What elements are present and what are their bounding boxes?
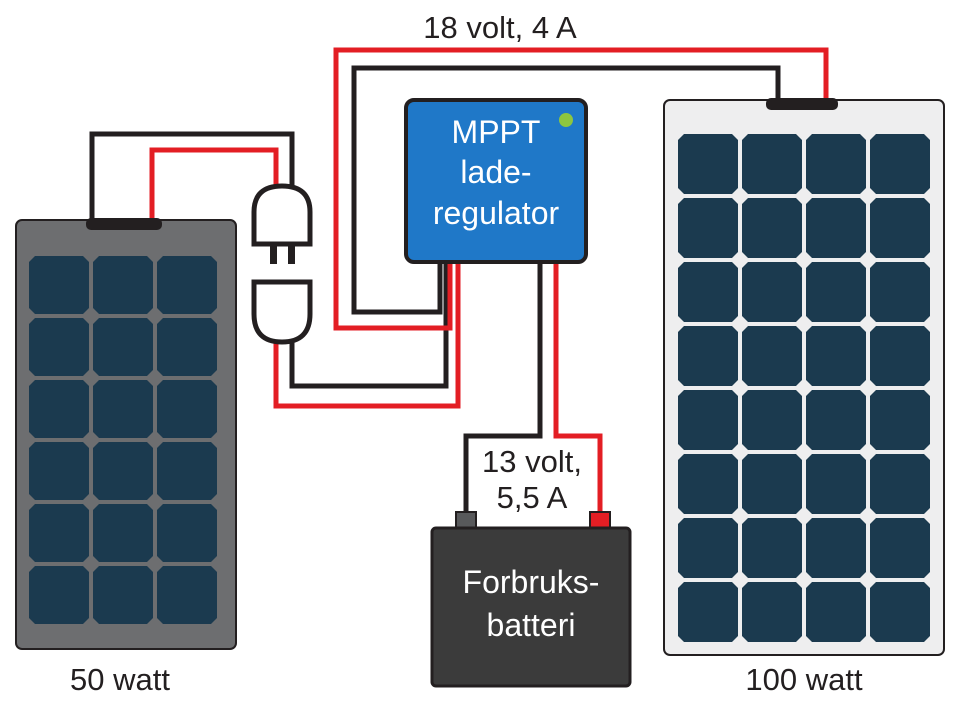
solar-cell xyxy=(870,582,930,642)
solar-cell xyxy=(93,318,153,376)
solar-cell xyxy=(806,262,866,322)
battery-label-line2: batteri xyxy=(487,607,576,643)
battery-wire-label-line2: 5,5 A xyxy=(497,480,568,515)
solar-cell xyxy=(806,390,866,450)
plug-prong-left xyxy=(270,240,277,264)
large-panel-cells xyxy=(678,134,930,642)
solar-cell xyxy=(29,256,89,314)
solar-cell xyxy=(806,134,866,194)
solar-cell xyxy=(742,582,802,642)
solar-cell xyxy=(157,566,217,624)
small-panel-negative-wire xyxy=(89,131,295,222)
solar-cell xyxy=(93,504,153,562)
solar-cell xyxy=(806,582,866,642)
solar-cell xyxy=(157,442,217,500)
small-panel-label: 50 watt xyxy=(70,662,170,697)
plug-connector xyxy=(251,183,313,345)
solar-cell xyxy=(870,390,930,450)
battery-label-line1: Forbruks- xyxy=(463,564,600,600)
solar-cell xyxy=(742,134,802,194)
solar-cell xyxy=(29,566,89,624)
regulator-body xyxy=(404,98,588,264)
solar-cell xyxy=(742,454,802,514)
solar-cell xyxy=(157,504,217,562)
solar-cell xyxy=(678,582,738,642)
solar-cell xyxy=(157,380,217,438)
regulator-label-line3: regulator xyxy=(433,195,560,231)
regulator-label-line2: lade- xyxy=(460,154,531,190)
plug-prong-right xyxy=(288,240,295,264)
small-solar-panel xyxy=(15,218,237,650)
large-panel-positive-wire xyxy=(333,47,829,331)
solar-cell xyxy=(678,262,738,322)
battery-positive-wire xyxy=(553,262,603,512)
battery-negative-wire xyxy=(463,262,543,512)
solar-cell xyxy=(742,390,802,450)
solar-cell xyxy=(742,326,802,386)
solar-cell xyxy=(806,326,866,386)
solar-cell xyxy=(678,454,738,514)
plug-head xyxy=(251,183,313,247)
solar-cell xyxy=(29,442,89,500)
small-panel-positive-wire xyxy=(149,147,279,222)
solar-cell xyxy=(870,134,930,194)
solar-cell xyxy=(742,262,802,322)
battery: Forbruks- batteri xyxy=(430,511,632,688)
large-panel-negative-wire xyxy=(351,65,781,315)
solar-cell xyxy=(93,442,153,500)
small-panel-cells xyxy=(29,256,217,624)
solar-cell xyxy=(806,198,866,258)
connector-negative-wire xyxy=(289,262,449,389)
solar-cell xyxy=(93,256,153,314)
regulator-status-led xyxy=(559,113,573,127)
battery-wire-label-line1: 13 volt, xyxy=(482,444,582,479)
solar-cell xyxy=(870,262,930,322)
plug-socket xyxy=(251,279,313,345)
solar-cell xyxy=(806,454,866,514)
solar-cell xyxy=(742,518,802,578)
solar-cell xyxy=(157,318,217,376)
solar-cell xyxy=(678,390,738,450)
solar-cell xyxy=(93,380,153,438)
solar-cell xyxy=(29,380,89,438)
top-wire-label: 18 volt, 4 A xyxy=(423,10,577,45)
solar-cell xyxy=(678,134,738,194)
solar-cell xyxy=(678,518,738,578)
solar-cell xyxy=(93,566,153,624)
solar-cell xyxy=(870,326,930,386)
solar-cell xyxy=(806,518,866,578)
large-solar-panel xyxy=(663,98,945,656)
solar-cell xyxy=(678,326,738,386)
wires xyxy=(89,47,829,512)
large-panel-label: 100 watt xyxy=(745,662,863,697)
solar-cell xyxy=(157,256,217,314)
small-panel-junction-box xyxy=(86,218,162,230)
solar-cell xyxy=(742,198,802,258)
battery-body xyxy=(430,526,632,688)
solar-cell xyxy=(678,198,738,258)
large-panel-junction-box xyxy=(766,98,838,110)
solar-cell xyxy=(870,198,930,258)
mppt-charge-regulator: MPPT lade- regulator xyxy=(404,98,588,264)
solar-cell xyxy=(870,518,930,578)
connector-positive-wire xyxy=(273,262,461,409)
solar-cell xyxy=(29,504,89,562)
solar-cell xyxy=(29,318,89,376)
solar-cell xyxy=(870,454,930,514)
regulator-label-line1: MPPT xyxy=(452,114,541,150)
